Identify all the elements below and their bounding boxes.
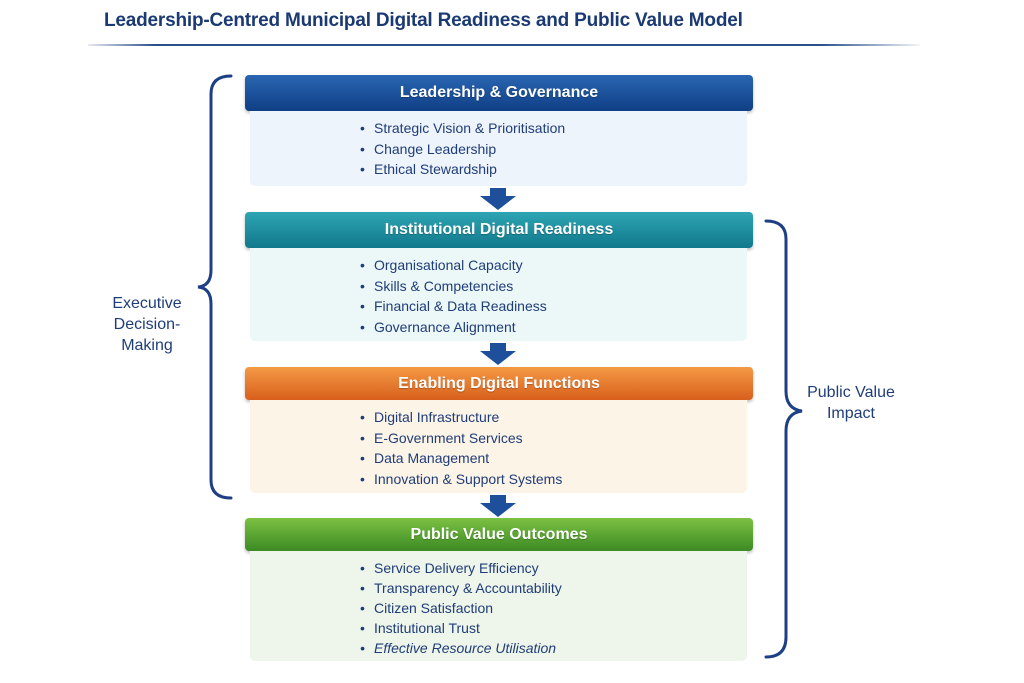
- public-value-impact-label: Public Value Impact: [807, 384, 895, 422]
- stage-body: •Organisational Capacity •Skills & Compe…: [250, 248, 747, 341]
- stage-header: Leadership & Governance: [245, 75, 753, 111]
- list-item: •Data Management: [360, 450, 490, 466]
- stage-header: Enabling Digital Functions: [245, 367, 753, 400]
- stage-item-list: •Strategic Vision & Prioritisation •Chan…: [360, 118, 565, 180]
- list-item: •E-Government Services: [360, 429, 523, 446]
- executive-decision-making-label: Executive Decision- Making: [112, 295, 182, 354]
- list-item: •Innovation & Support Systems: [360, 470, 563, 487]
- list-item: •Governance Alignment: [360, 318, 516, 335]
- stage-body: •Digital Infrastructure •E-Government Se…: [250, 400, 747, 493]
- stage-enabling-digital-functions: Enabling Digital Functions •Digital Infr…: [245, 367, 753, 493]
- title-underline: [88, 44, 920, 46]
- list-item: •Financial & Data Readiness: [360, 298, 547, 314]
- stage-leadership-governance: Leadership & Governance •Strategic Visio…: [245, 75, 753, 187]
- list-item: •Strategic Vision & Prioritisation: [360, 120, 566, 136]
- list-item: •Organisational Capacity: [360, 257, 523, 273]
- stage-public-value-outcomes: Public Value Outcomes •Service Delivery …: [245, 518, 753, 661]
- stage-item-list: •Organisational Capacity •Skills & Compe…: [360, 255, 547, 337]
- stage-body: •Service Delivery Efficiency •Transparen…: [250, 551, 747, 661]
- list-item: •Effective Resource Utilisation: [360, 640, 557, 656]
- stage-item-list: •Service Delivery Efficiency •Transparen…: [360, 558, 562, 658]
- list-item: •Institutional Trust: [360, 620, 480, 636]
- stage-title: Public Value Outcomes: [410, 525, 588, 543]
- stage-institutional-digital-readiness: Institutional Digital Readiness •Organis…: [245, 212, 753, 342]
- list-item: •Skills & Competencies: [360, 277, 514, 294]
- diagram-title: Leadership-Centred Municipal Digital Rea…: [104, 10, 743, 31]
- list-item: •Ethical Stewardship: [360, 161, 497, 177]
- list-item: •Change Leadership: [360, 140, 497, 157]
- stage-body: •Strategic Vision & Prioritisation •Chan…: [250, 111, 747, 186]
- list-item: •Digital Infrastructure: [360, 409, 500, 425]
- left-brace-icon: [197, 74, 233, 500]
- stage-item-list: •Digital Infrastructure •E-Government Se…: [360, 407, 562, 489]
- down-arrow-icon: [480, 188, 516, 210]
- list-item: •Transparency & Accountability: [360, 580, 562, 596]
- stage-title: Institutional Digital Readiness: [384, 221, 614, 238]
- down-arrow-icon: [480, 343, 516, 365]
- right-brace-icon: [764, 219, 803, 659]
- down-arrow-icon: [480, 495, 516, 517]
- stage-header: Public Value Outcomes: [245, 518, 753, 551]
- list-item: •Citizen Satisfaction: [360, 600, 494, 616]
- list-item: •Service Delivery Efficiency: [360, 560, 539, 576]
- stage-header: Institutional Digital Readiness: [245, 212, 753, 248]
- stage-title: Leadership & Governance: [399, 84, 599, 101]
- stage-title: Enabling Digital Functions: [398, 374, 600, 392]
